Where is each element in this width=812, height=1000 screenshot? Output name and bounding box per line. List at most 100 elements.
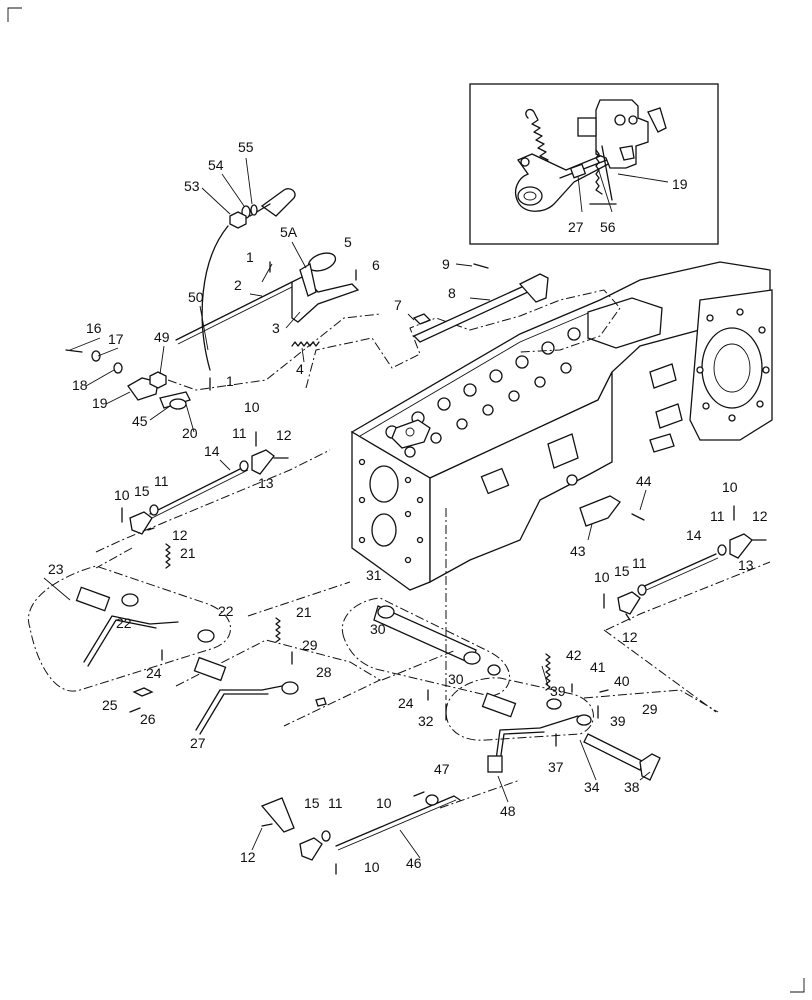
callout-12-d: 12 [622,629,638,645]
callout-49: 49 [154,329,170,345]
inset-quadrant [595,149,603,195]
inset-boss [517,186,543,206]
bushing-30-b [463,651,481,665]
spring-21-b [275,617,281,643]
rod-46-dash-link [439,779,521,809]
callout-20: 20 [182,425,198,441]
link-dash-1 [95,547,133,569]
inset-detail [469,83,719,245]
link-dash-4 [603,629,717,713]
leader-inset-56 [597,167,613,213]
callout-5a: 5A [280,224,298,240]
housing-side-face [429,371,613,584]
control-rod-2-outline [177,285,295,345]
housing-window-1 [649,363,677,389]
leader-lines [43,157,651,859]
callout-55: 55 [238,139,254,155]
callout-labels: 55 54 53 5A 5 1 6 2 50 3 4 9 8 7 16 17 4… [48,139,768,875]
inset-boss-hole [523,191,537,201]
bolt-26 [129,707,141,713]
leader-inset-27 [577,175,583,213]
bolt-9 [473,263,489,269]
bushing-22-b [197,629,215,643]
housing-window-2 [655,403,683,429]
rod-14-left-assembly [121,431,289,535]
washer-18 [113,362,123,374]
rear-flange-bore-inner [713,343,751,393]
callout-56: 56 [600,219,616,235]
callout-30-left: 30 [370,621,386,637]
pedal-34-arm [495,715,579,761]
callout-53: 53 [184,178,200,194]
callout-29-right: 29 [642,701,658,717]
lever-3 [291,275,360,323]
shaft-38 [583,733,645,771]
callout-16: 16 [86,320,102,336]
front-face-bore-lower [371,513,397,547]
clip-7 [412,313,432,325]
washer-47 [425,794,439,806]
pedal-34-outline [445,677,594,741]
callout-10-f: 10 [364,859,380,875]
pedal-34-assembly [445,653,719,781]
bracket-5a [299,262,317,297]
callout-15-left: 15 [134,483,150,499]
pedal-23-arm-2 [87,619,157,667]
pedal-34-arm-2 [499,731,545,763]
throttle-handle [260,188,296,217]
callout-54: 54 [208,157,224,173]
callout-42: 42 [566,647,582,663]
callout-15-right: 15 [614,563,630,579]
pivot-49 [149,371,167,389]
nut-11-left-top [239,460,249,472]
callout-13-right: 13 [738,557,754,573]
bushing-39-b [576,714,592,726]
callout-39-top: 39 [550,683,566,699]
pedal-23-outline [27,565,231,692]
pedal-23-pad [75,586,111,612]
inset-quadrant-edge [601,145,613,201]
front-face-bore-upper [369,465,399,503]
inset-valve-port-2 [628,115,638,125]
housing-window-3 [649,433,675,453]
callout-7: 7 [394,297,402,313]
top-face-bosses [385,327,581,458]
crop-mark-bottom-right [790,978,805,993]
callout-21-b: 21 [296,604,312,620]
front-face-bolts [358,458,424,564]
callout-12-a: 12 [276,427,292,443]
callout-17: 17 [108,331,124,347]
rod-14-left-outline-dash [95,449,331,553]
pedal-27-arm [195,683,293,731]
bushing-27 [281,681,299,695]
top-cover-hole [405,427,415,437]
bracket-43 [579,495,621,527]
callout-8: 8 [448,285,456,301]
bushing-30-a [377,605,395,619]
cross-shaft-31-assembly [341,508,510,721]
callout-31: 31 [366,567,382,583]
callout-24-mid: 24 [398,695,414,711]
callout-11-b: 11 [154,473,169,489]
callout-38: 38 [624,779,640,795]
callout-37: 37 [548,759,564,775]
callout-19-inset: 19 [672,176,688,192]
housing-top-rib [359,307,601,437]
callout-48: 48 [500,803,516,819]
link-dash-2 [247,581,351,617]
callout-11-a: 11 [232,425,247,441]
inset-valve-tab-2 [619,145,635,161]
callout-11-d: 11 [632,555,647,571]
side-face-boss [547,433,579,469]
callout-28: 28 [316,664,332,680]
top-cover-plate [391,419,431,449]
callout-24-left: 24 [146,665,162,681]
pin-10-bottom-top [413,791,425,797]
callout-1-top: 1 [246,249,254,265]
housing-assembly-outline [305,289,621,389]
callout-10-c: 10 [722,479,738,495]
rod-14-left-outline [151,469,249,519]
spring-21-a [165,543,171,569]
pin-28 [315,697,327,707]
control-cable-50 [201,225,229,371]
